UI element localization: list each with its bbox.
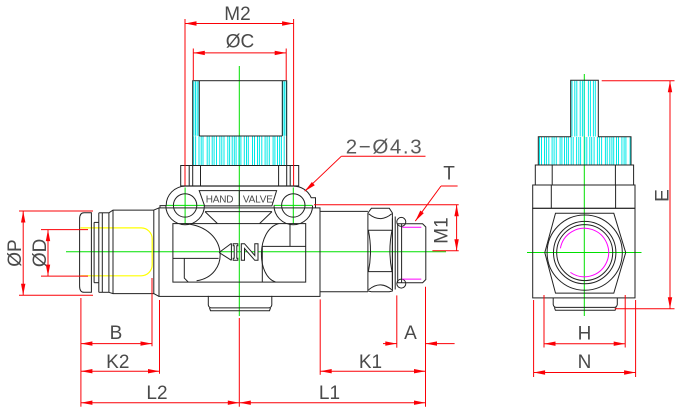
svg-text:L2: L2 [146, 383, 167, 404]
svg-text:T: T [443, 163, 455, 184]
svg-text:L1: L1 [319, 383, 340, 404]
svg-text:A: A [404, 323, 417, 344]
svg-text:H: H [578, 324, 592, 345]
svg-text:M2: M2 [224, 4, 250, 25]
svg-text:VALVE: VALVE [243, 194, 273, 205]
svg-text:ØC: ØC [226, 32, 255, 53]
svg-text:K2: K2 [106, 352, 129, 373]
svg-text:M1: M1 [432, 217, 453, 243]
svg-text:K1: K1 [359, 352, 382, 373]
svg-text:ØP: ØP [5, 239, 26, 266]
svg-text:N: N [578, 352, 592, 373]
svg-text:2−Ø4.3: 2−Ø4.3 [346, 135, 423, 158]
svg-text:B: B [110, 323, 123, 344]
svg-text:HAND: HAND [206, 194, 234, 205]
svg-text:E: E [652, 189, 673, 202]
svg-text:ØD: ØD [30, 239, 51, 268]
